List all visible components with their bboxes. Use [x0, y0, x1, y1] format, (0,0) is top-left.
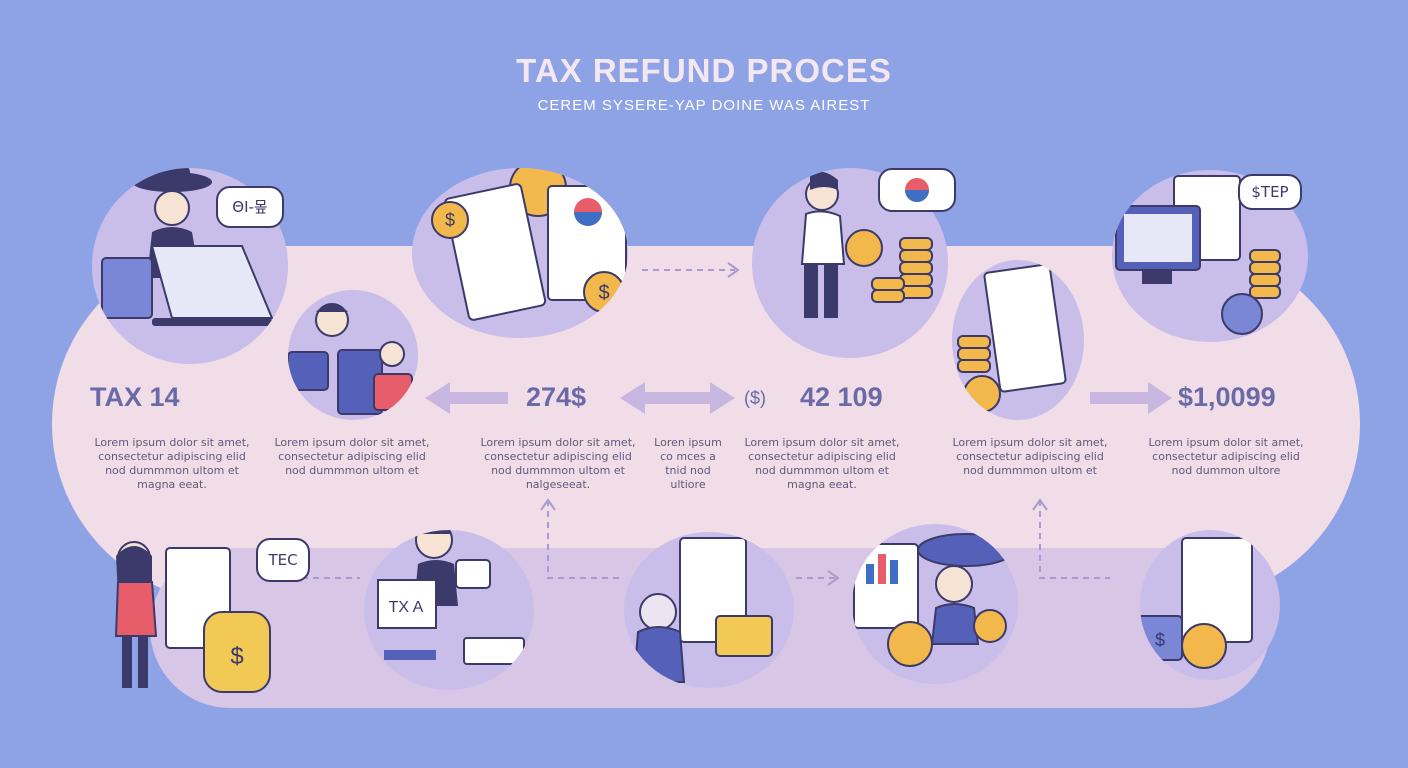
circle-step-receipt: $ [1140, 530, 1280, 680]
arrowhead-top [727, 262, 740, 278]
arrowhead-mid [827, 570, 840, 586]
svg-text:$: $ [598, 282, 609, 304]
description-6: Lorem ipsum dolor sit amet, consectetur … [952, 436, 1108, 477]
arrow-left-1 [425, 382, 508, 414]
tax-sign-text: TX A [389, 599, 424, 616]
arrow-double [620, 382, 735, 414]
circle-step-payout [852, 524, 1018, 684]
checklist-illustration [632, 537, 773, 683]
arrowhead-up-left [540, 498, 556, 511]
flag-icon [905, 178, 929, 202]
dashed-arrow-up-left [547, 500, 620, 579]
person-laptop-illustration [101, 168, 274, 326]
value-step-1: TAX 14 [90, 382, 180, 412]
person-desk-illustration: TX A [377, 530, 525, 665]
description-3: Lorem ipsum dolor sit amet, consectetur … [480, 436, 636, 491]
speech-bubble-2: $TEP [1238, 174, 1302, 210]
receipt-illustration: $ [1140, 537, 1253, 669]
circle-step-review [952, 260, 1084, 420]
description-4: Loren ipsum co mces a tnid nod ultiore [654, 436, 722, 491]
description-7: Lorem ipsum dolor sit amet, consectetur … [1148, 436, 1304, 477]
family-illustration [288, 303, 413, 415]
documents-illustration: $ $ [431, 168, 627, 321]
value-step-3: 42 109 [800, 382, 883, 412]
page-title: TAX REFUND PROCES [516, 52, 892, 89]
page-subtitle: CEREM SYSERE-YAP DOINE WAS AIREST [537, 97, 871, 114]
dollar-mark: ($) [744, 388, 766, 408]
payout-illustration [853, 533, 1015, 667]
flag-bubble [878, 168, 956, 212]
description-1: Lorem ipsum dolor sit amet, consectetur … [94, 436, 250, 491]
woman-checklist-illustration: $ [96, 536, 276, 696]
person-coins-illustration [800, 171, 933, 318]
circle-step-documents: $ $ [412, 168, 628, 338]
dashed-arrow-up-right [1039, 500, 1110, 579]
arrowhead-up-right [1032, 498, 1048, 511]
description-2: Lorem ipsum dolor sit amet, consectetur … [274, 436, 430, 477]
svg-text:$: $ [230, 643, 243, 670]
svg-text:$: $ [445, 210, 455, 230]
circle-step-checklist [624, 532, 794, 688]
speech-bubble-3: TEC [256, 538, 310, 582]
arrow-right-1 [1090, 382, 1172, 414]
circle-step-coins [752, 168, 948, 358]
circle-step-tax-form: TX A [364, 530, 534, 690]
speech-bubble-1: ΘI-뫂 [216, 186, 284, 228]
circle-step-family [288, 290, 418, 420]
description-5: Lorem ipsum dolor sit amet, consectetur … [744, 436, 900, 491]
computer-step-illustration [1115, 175, 1281, 335]
value-step-4: $1,0099 [1178, 382, 1276, 412]
svg-text:$: $ [1155, 630, 1165, 650]
review-illustration [957, 263, 1067, 413]
value-step-2: 274$ [526, 382, 587, 412]
